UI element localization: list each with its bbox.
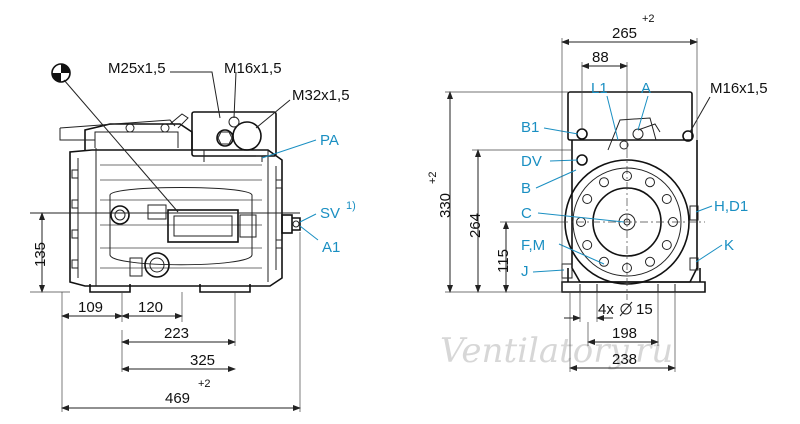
left-dimension-lines bbox=[30, 212, 301, 412]
right-leader-lines bbox=[532, 95, 723, 273]
dim-265: 265 bbox=[612, 25, 637, 42]
dim-264: 264 bbox=[467, 213, 484, 238]
label-b1: B1 bbox=[521, 119, 539, 136]
compressor-side-view bbox=[51, 63, 319, 293]
flange-bolt-hole bbox=[599, 177, 609, 188]
dim-223: 223 bbox=[164, 325, 189, 342]
label-m16-left: M16x1,5 bbox=[224, 60, 282, 77]
dim-120: 120 bbox=[138, 299, 163, 316]
label-m32: M32x1,5 bbox=[292, 87, 350, 104]
compressor-front-view bbox=[560, 91, 706, 300]
label-fm: F,M bbox=[521, 237, 545, 254]
dim-330: 330 bbox=[437, 193, 454, 218]
dim-325: 325 bbox=[190, 352, 215, 369]
label-m16-right: M16x1,5 bbox=[710, 80, 768, 97]
label-pa: PA bbox=[320, 132, 339, 149]
dim-135: 135 bbox=[32, 242, 49, 267]
flange-bolt-hole bbox=[645, 256, 655, 267]
label-c: C bbox=[521, 205, 532, 222]
diameter-symbol bbox=[619, 301, 633, 317]
dim-265-tolerance: +2 bbox=[642, 13, 655, 25]
watermark-text: Ventilatory.ru bbox=[440, 331, 673, 371]
flange-bolt-hole bbox=[582, 194, 593, 204]
flange-bolt-hole bbox=[582, 240, 593, 250]
right-dimension-lines bbox=[445, 38, 698, 372]
label-a: A bbox=[641, 80, 651, 97]
flange-bolt-hole bbox=[661, 194, 672, 204]
dim-109: 109 bbox=[78, 299, 103, 316]
dim-238: 238 bbox=[612, 351, 637, 368]
dim-198: 198 bbox=[612, 325, 637, 342]
dim-115: 115 bbox=[495, 249, 512, 273]
dim-holes-diameter: 15 bbox=[636, 301, 653, 318]
label-sv-footnote: 1) bbox=[346, 200, 356, 212]
label-sv: SV bbox=[320, 205, 340, 222]
dim-330-tolerance: +2 bbox=[427, 171, 439, 184]
label-hd1: H,D1 bbox=[714, 198, 748, 215]
label-l1: L1 bbox=[591, 80, 608, 97]
label-a1: A1 bbox=[322, 239, 340, 256]
label-m25: M25x1,5 bbox=[108, 60, 166, 77]
dim-469: 469 bbox=[165, 390, 190, 407]
label-k: K bbox=[724, 237, 734, 254]
flange-bolt-hole bbox=[645, 177, 655, 188]
label-j: J bbox=[521, 263, 529, 280]
dim-469-tolerance: +2 bbox=[198, 378, 211, 390]
flange-bolt-hole bbox=[661, 240, 672, 250]
dim-88: 88 bbox=[592, 49, 609, 66]
dim-holes-count: 4x bbox=[598, 301, 614, 318]
flange-bolt-hole bbox=[599, 256, 609, 267]
label-b: B bbox=[521, 180, 531, 197]
label-dv: DV bbox=[521, 153, 542, 170]
